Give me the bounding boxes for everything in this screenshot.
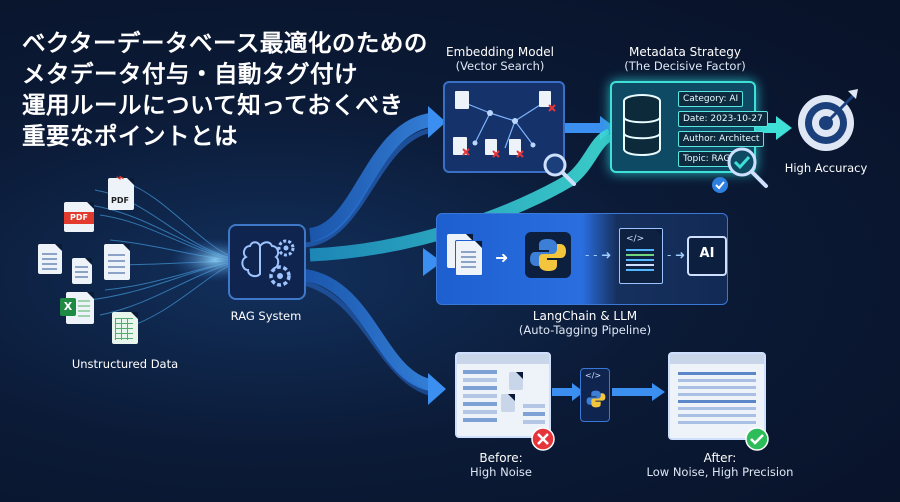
database-icon <box>623 94 661 156</box>
title-line-1: ベクターデータベース最適化のための <box>22 29 428 57</box>
pdf-label: PDF <box>111 196 129 205</box>
before-subtitle: High Noise <box>470 465 532 479</box>
check-badge-icon <box>712 177 728 193</box>
embedding-subtitle: (Vector Search) <box>455 59 545 73</box>
code-document-icon: </> <box>619 228 663 284</box>
after-subtitle: Low Noise, High Precision <box>646 465 794 479</box>
metadata-tag-list: Category: AI Date: 2023-10-27 Author: Ar… <box>678 91 768 171</box>
magnifier-check-icon <box>727 147 768 188</box>
document-icon <box>72 258 92 284</box>
high-accuracy-caption: High Accuracy <box>784 161 868 175</box>
clean-lines <box>678 372 756 375</box>
error-x-icon <box>531 427 555 451</box>
pipeline-title: LangChain & LLM <box>532 309 638 323</box>
pdf-label: PDF <box>64 212 94 224</box>
flow-to-metadata <box>309 128 613 262</box>
metadata-tag-topic: Topic: RAG <box>678 151 736 167</box>
rag-system-box <box>228 224 306 300</box>
metadata-tag-author: Author: Architect <box>678 131 765 147</box>
document-icon <box>38 244 62 274</box>
rag-system-caption: RAG System <box>230 309 302 323</box>
pipeline-title-group: LangChain & LLM (Auto-Tagging Pipeline) <box>510 309 660 337</box>
pipeline-subtitle: (Auto-Tagging Pipeline) <box>518 323 652 337</box>
embedding-title: Embedding Model <box>446 45 554 59</box>
document-icon <box>509 372 523 390</box>
pipeline-box: ➜ - - ➜ </> - ➜ AI <box>436 213 728 305</box>
success-check-icon <box>745 427 769 451</box>
document-icon <box>455 240 483 276</box>
dashed-arrow-icon: - - ➜ <box>585 248 612 262</box>
metadata-title: Metadata Strategy <box>628 45 742 59</box>
pdf-glyph-icon: ⌁ <box>116 170 125 186</box>
window-titlebar <box>457 354 549 364</box>
flow-to-before <box>303 269 432 391</box>
document-icon <box>104 244 130 280</box>
embedding-title-group: Embedding Model (Vector Search) <box>430 45 570 73</box>
noise-lines <box>463 370 497 374</box>
pdf-file-icon: PDF <box>64 202 94 232</box>
excel-file-icon: X <box>60 292 94 324</box>
page-title: ベクターデータベース最適化のための メタデータ付与・自動タグ付け 運用ルールにつ… <box>22 28 428 152</box>
code-label: </> <box>585 371 602 380</box>
excel-label: X <box>60 298 76 316</box>
metadata-subtitle: (The Decisive Factor) <box>624 59 746 73</box>
dashed-arrow-icon: - ➜ <box>667 248 686 262</box>
unstructured-data-caption: Unstructured Data <box>71 357 179 371</box>
window-titlebar <box>670 354 764 364</box>
flow-to-embedding <box>308 113 432 242</box>
python-icon <box>525 232 571 278</box>
title-line-3: 運用ルールについて知っておくべき <box>22 91 404 119</box>
before-caption: Before: High Noise <box>445 451 557 479</box>
python-icon <box>586 390 606 408</box>
ai-chip-icon: AI <box>687 236 727 276</box>
code-label: </> <box>626 234 645 244</box>
brain-gear-icon <box>241 239 295 287</box>
after-caption: After: Low Noise, High Precision <box>635 451 805 479</box>
before-title: Before: <box>479 451 523 465</box>
document-icon <box>501 394 515 412</box>
ai-label: AI <box>699 246 715 261</box>
title-line-4: 重要なポイントとは <box>22 122 238 150</box>
after-window <box>668 352 766 440</box>
target-icon <box>798 89 858 151</box>
metadata-title-group: Metadata Strategy (The Decisive Factor) <box>610 45 760 73</box>
spreadsheet-icon <box>112 312 138 344</box>
before-window <box>455 352 551 438</box>
title-line-2: メタデータ付与・自動タグ付け <box>22 60 358 88</box>
pdf-file-icon: ⌁ PDF <box>108 170 134 210</box>
vector-graph-icon <box>453 91 556 158</box>
metadata-tag-date: Date: 2023-10-27 <box>678 111 768 127</box>
embedding-model-box <box>443 81 565 173</box>
code-python-box: </> <box>580 368 610 422</box>
metadata-tag-category: Category: AI <box>678 91 744 107</box>
arrow-right-icon: ➜ <box>495 248 509 267</box>
magnifier-icon <box>543 153 576 186</box>
after-title: After: <box>703 451 737 465</box>
